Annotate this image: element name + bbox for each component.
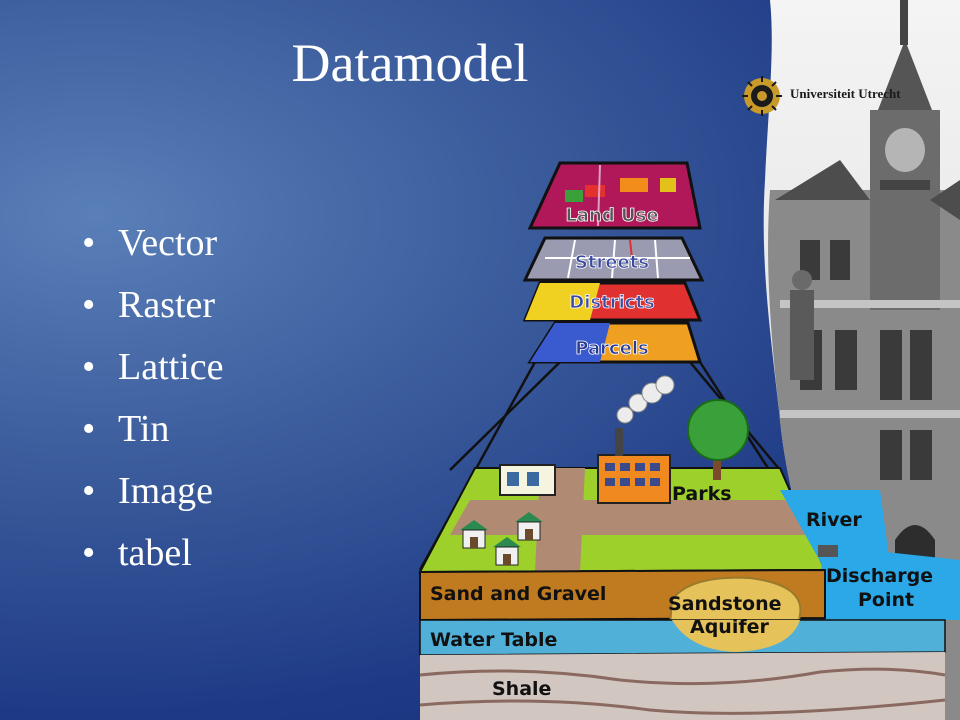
bullet-list: • Vector • Raster • Lattice • Tin • Image • ta… [82, 212, 223, 584]
bullet-item: • Image [82, 460, 223, 522]
aquifer-label-line2: Aquifer [690, 616, 769, 638]
layer-parcels: Parcels [527, 321, 703, 364]
small-building-icon [499, 464, 556, 496]
bullet-item: • tabel [82, 522, 223, 584]
bullet-text: Tin [118, 408, 170, 450]
shale-label: Shale [492, 678, 551, 700]
landscape-block [418, 467, 960, 720]
discharge-label-line2: Point [858, 589, 914, 611]
bullet-text: Raster [118, 284, 216, 326]
bullet-icon: • [82, 532, 96, 574]
bullet-icon: • [82, 470, 96, 512]
bullet-text: Lattice [118, 346, 224, 388]
bullet-text: tabel [118, 532, 192, 574]
layer-label-land-use: Land Use [565, 205, 658, 226]
layer-districts: Districts [522, 281, 703, 322]
layer-label-parcels: Parcels [575, 338, 649, 359]
bullet-item: • Lattice [82, 336, 223, 398]
bullet-icon: • [82, 408, 96, 450]
layer-streets: Streets [522, 236, 705, 282]
bullet-icon: • [82, 222, 96, 264]
bullet-item: • Raster [82, 274, 223, 336]
bullet-text: Image [118, 470, 213, 512]
bullet-icon: • [82, 284, 96, 326]
layer-land-use: Land Use [527, 161, 702, 230]
bullet-item: • Tin [82, 398, 223, 460]
bullet-text: Vector [118, 222, 218, 264]
slide-title: Datamodel [291, 33, 529, 93]
parks-label: Parks [672, 483, 732, 505]
factory-icon [597, 375, 675, 504]
sand-gravel-label: Sand and Gravel [430, 583, 606, 605]
sandstone-label-line1: Sandstone [668, 593, 782, 615]
university-logo-text: Universiteit Utrecht [790, 86, 901, 101]
discharge-label-line1: Discharge [826, 565, 933, 587]
bullet-icon: • [82, 346, 96, 388]
houses-icon [460, 512, 543, 566]
river-label: River [806, 509, 862, 531]
university-logo [742, 76, 782, 116]
bullet-item: • Vector [82, 212, 223, 274]
layer-label-streets: Streets [575, 252, 649, 273]
water-table-label: Water Table [430, 629, 557, 651]
layer-label-districts: Districts [569, 292, 654, 313]
tree-icon [687, 399, 749, 480]
